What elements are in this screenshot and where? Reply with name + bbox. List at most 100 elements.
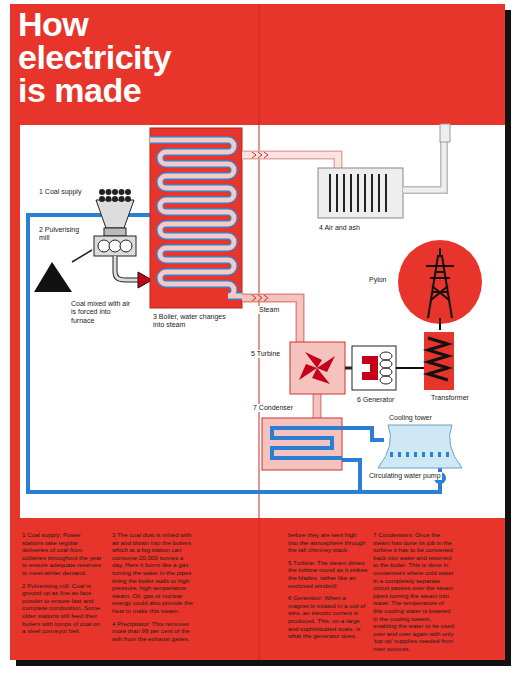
precipitator — [364, 174, 366, 212]
chimney-stack — [440, 124, 450, 142]
precipitator — [330, 174, 386, 212]
pylon-circle — [398, 240, 482, 324]
pulverising-mill — [120, 240, 132, 252]
part-label: Transformer — [430, 394, 470, 402]
boiler — [150, 128, 242, 308]
part-label: 3 Boiler, water changes into steam — [152, 313, 238, 330]
part-label: 1 Coal supply — [38, 188, 82, 196]
body-paragraph: 3 The coal dust is mixed with air and bl… — [112, 531, 194, 615]
turbine — [345, 367, 352, 370]
part-label: Cooling tower — [388, 414, 433, 422]
part-label: 6 Generator — [356, 396, 395, 404]
part-label: 7 Condenser — [252, 404, 294, 412]
coal-hopper — [119, 196, 125, 202]
coal-hopper — [119, 189, 125, 195]
precipitator — [403, 140, 444, 190]
transformer — [396, 318, 454, 390]
pulverising-mill — [94, 236, 136, 256]
generator — [380, 352, 392, 384]
cooling-tower — [406, 452, 409, 457]
flue-and-steam-pipes — [252, 152, 268, 301]
generator — [362, 356, 378, 380]
part-label: 4 Air and ash — [318, 224, 361, 232]
generator — [380, 360, 392, 368]
body-paragraph: before they are sent high into the atmos… — [288, 531, 368, 554]
boiler — [150, 140, 242, 296]
part-label: Coal mixed with air is forced into furna… — [70, 300, 136, 325]
cooling-water-pipe — [342, 428, 384, 440]
precipitator — [318, 168, 403, 218]
boiler — [150, 140, 242, 296]
part-label: 2 Pulverising mill — [38, 226, 92, 243]
precipitator — [350, 174, 352, 212]
page-title: How electricity is made — [18, 8, 196, 107]
coal-hopper — [106, 196, 112, 202]
generator — [380, 368, 392, 376]
cooling-tower — [414, 452, 417, 457]
flue-and-steam-pipes — [314, 394, 320, 418]
precipitator — [357, 174, 359, 212]
page-fold — [259, 4, 260, 660]
coal-hopper — [106, 189, 112, 195]
cooling-tower — [430, 452, 433, 457]
condenser — [262, 418, 342, 470]
part-label: Pylon — [368, 276, 388, 284]
pulverising-mill — [98, 240, 110, 252]
coal-hopper — [125, 196, 131, 202]
cooling-tower — [446, 452, 449, 457]
flue-and-steam-pipes — [242, 298, 300, 342]
coal-hopper — [112, 189, 118, 195]
coal-hopper — [96, 200, 134, 228]
chimney-stack — [440, 124, 450, 142]
body-paragraph: 2 Pulverising mill: Coal is ground up as… — [22, 582, 102, 635]
body-paragraph: 6 Generator: When a magnet is rotated in… — [288, 594, 368, 640]
precipitator — [371, 174, 373, 212]
pylon-circle — [398, 240, 482, 324]
coal-hopper — [96, 189, 134, 236]
part-label: Steam — [258, 306, 280, 314]
flue-and-steam-pipes — [313, 394, 322, 418]
generator — [352, 346, 396, 390]
flue-and-steam-pipes — [242, 298, 300, 342]
cooling-tower — [390, 452, 449, 457]
transformer — [428, 338, 448, 380]
pylon — [439, 248, 441, 256]
coal-hopper — [99, 196, 105, 202]
cooling-tower — [378, 425, 462, 468]
condenser — [272, 428, 342, 458]
coal-hopper — [112, 196, 118, 202]
coal-pile — [34, 262, 72, 292]
precipitator — [329, 174, 331, 212]
pylon — [426, 256, 454, 318]
body-paragraph: 7 Condensers: Once the steam has done it… — [373, 531, 455, 653]
turbine — [299, 352, 335, 384]
cooling-tower — [422, 452, 425, 457]
coal-hopper — [104, 228, 126, 236]
generator — [380, 352, 392, 360]
cooling-tower — [390, 452, 393, 457]
cooling-water-pipe — [342, 460, 360, 492]
pulverising-mill — [109, 240, 121, 252]
turbine — [290, 342, 345, 394]
precipitator — [403, 140, 444, 190]
cooling-tower — [378, 425, 462, 468]
body-paragraph: 4 Precipitator: This removes more than 9… — [112, 620, 194, 643]
condenser — [262, 418, 342, 470]
coal-pile — [34, 262, 72, 292]
body-paragraph: 5 Turbine: The steam drives the turbine … — [288, 559, 368, 589]
boiler — [150, 128, 242, 308]
generator — [380, 376, 392, 384]
cooling-tower — [398, 452, 401, 457]
precipitator — [385, 174, 387, 212]
pulverising-mill — [72, 250, 92, 262]
coal-hopper — [125, 189, 131, 195]
precipitator — [343, 174, 345, 212]
flue-and-steam-pipes — [242, 155, 338, 168]
precipitator — [318, 140, 444, 218]
body-paragraph: 1 Coal supply: Power stations take regul… — [22, 531, 102, 577]
flue-and-steam-pipes — [242, 155, 338, 168]
part-label: Circulating water pump — [368, 472, 442, 480]
part-label: 5 Turbine — [250, 350, 281, 358]
coal-hopper — [99, 189, 105, 195]
cooling-tower — [438, 452, 441, 457]
